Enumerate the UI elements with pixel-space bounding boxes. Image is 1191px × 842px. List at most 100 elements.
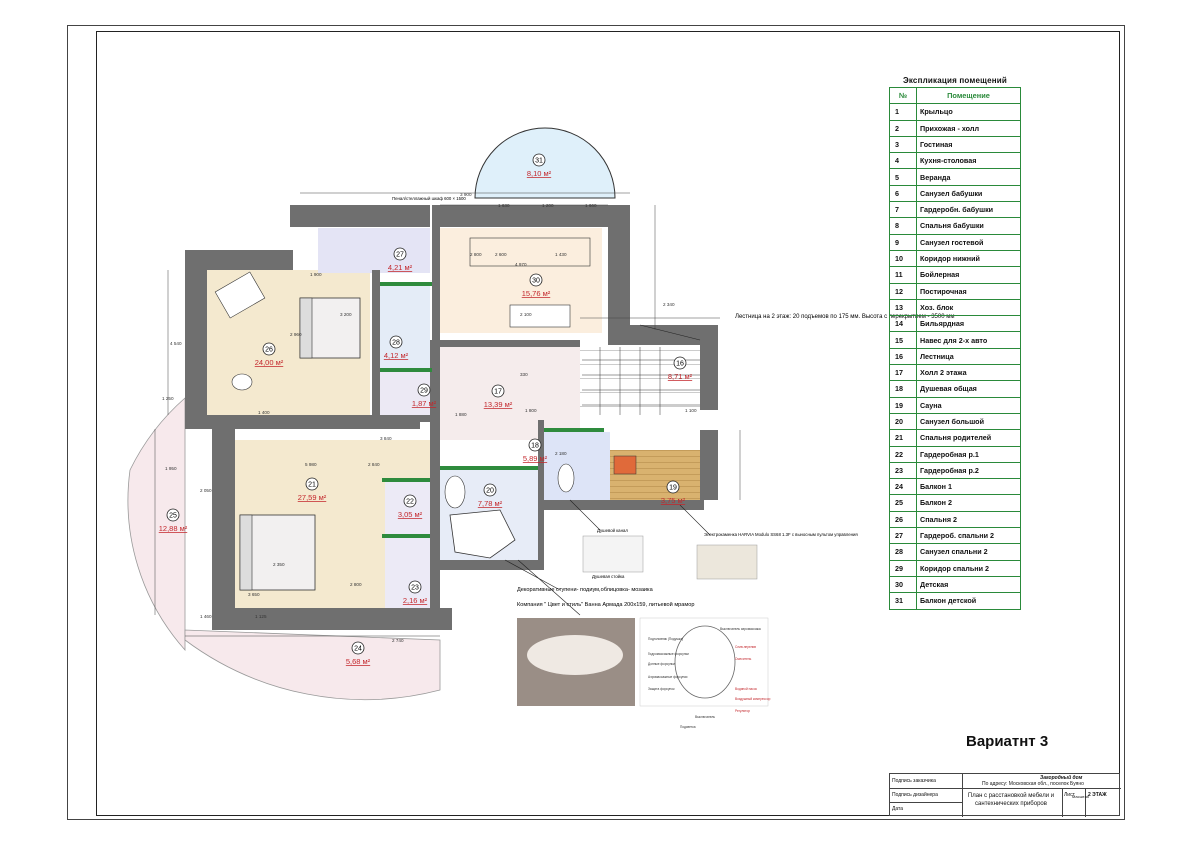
dimension-label: 2 800 <box>350 582 362 587</box>
stamp-floor: 2 ЭТАЖ <box>1088 792 1107 798</box>
bath-scheme-label: Подголовник (Подушка) <box>648 637 683 641</box>
dimension-label: 2 350 <box>273 562 285 567</box>
room-area-label: 3,75 м² <box>661 496 686 505</box>
room-number-label: 21 <box>308 482 316 489</box>
legend-room-number: 31 <box>889 592 917 610</box>
dimension-label: 3 840 <box>380 436 392 441</box>
legend-room-name: Крыльцо <box>916 103 1021 121</box>
room-number-circle <box>393 247 407 261</box>
shower-note: Душевой канал <box>597 528 628 533</box>
dimension-label: 1 460 <box>200 614 212 619</box>
dimension-label: 1 125 <box>255 614 267 619</box>
dimension-label: 3 200 <box>340 312 352 317</box>
bath-scheme-label: Подсветка <box>680 725 696 729</box>
legend-room-number: 5 <box>889 168 917 186</box>
legend-room-number: 2 <box>889 119 917 137</box>
room-area-label: 8,10 м² <box>527 169 552 178</box>
room-area-label: 12,88 м² <box>159 524 188 533</box>
room-number-circle <box>403 494 417 508</box>
room-23-fill <box>385 535 430 610</box>
legend-room-number: 3 <box>889 135 917 154</box>
dimension-label: 2 340 <box>663 302 675 307</box>
room-number-label: 25 <box>169 513 177 520</box>
legend-room-number: 1 <box>889 103 917 121</box>
legend-room-number: 27 <box>889 527 917 545</box>
room-27-fill <box>318 228 430 273</box>
drawing-frame <box>96 31 1120 816</box>
legend-room-number: 8 <box>889 217 917 235</box>
legend-room-name: Гардеробн. бабушки <box>916 201 1021 219</box>
room-number-label: 23 <box>411 585 419 592</box>
room-area-label: 5,68 м² <box>346 657 371 666</box>
dimension-label: 1 200 <box>542 203 554 208</box>
variant-label: Вариатнт 3 <box>966 733 1049 750</box>
legend-room-name: Санузел гостевой <box>916 233 1021 251</box>
room-number-circle <box>491 384 505 398</box>
dimension-label: 2 960 <box>290 332 302 337</box>
room-number-circle <box>389 335 403 349</box>
legend-room-number: 7 <box>889 201 917 219</box>
room-number-label: 27 <box>396 252 404 259</box>
dimension-label: 2 180 <box>555 451 567 456</box>
room-area-label: 13,39 м² <box>484 400 513 409</box>
room-number-circle <box>666 480 680 494</box>
dimension-label: 5 980 <box>305 462 317 467</box>
legend-room-number: 20 <box>889 412 917 431</box>
legend-room-name: Холл 2 этажа <box>916 364 1021 382</box>
legend-room-number: 19 <box>889 396 917 414</box>
legend-room-number: 21 <box>889 429 917 447</box>
stair-note: Лестница на 2 этаж: 20 подъемов по 175 м… <box>735 314 954 320</box>
stamp-sheet-label: Лист <box>1064 792 1075 798</box>
room-area-label: 24,00 м² <box>255 358 284 367</box>
legend-title: Экспликация помещений <box>902 76 1008 85</box>
legend-room-name: Хоз. блок <box>916 298 1021 317</box>
room-number-circle <box>408 580 422 594</box>
legend-header-room: Помещение <box>916 86 1021 105</box>
legend-room-number: 17 <box>889 364 917 382</box>
dimension-label: 2 840 <box>368 462 380 467</box>
legend-room-number: 4 <box>889 152 917 170</box>
room-number-label: 22 <box>406 499 414 506</box>
room-number-label: 20 <box>486 488 494 495</box>
dimension-label: 2 050 <box>200 488 212 493</box>
room-area-label: 27,59 м² <box>298 493 327 502</box>
legend-room-name: Балкон детской <box>916 592 1021 610</box>
shower-channel-image <box>582 535 644 573</box>
bath-scheme-label: Воздушный компрессор <box>735 697 771 701</box>
bath-scheme-label: Водяной насос <box>735 687 758 691</box>
sauna-heater-image <box>696 544 758 580</box>
legend-room-name: Бильярдная <box>916 315 1021 333</box>
room-number-label: 26 <box>265 347 273 354</box>
bath-scheme-label: Защита форсунок <box>648 687 675 691</box>
sauna-note: Электрокаменка HARVIA Modulo SS68 1.3F с… <box>704 532 858 537</box>
legend-room-number: 10 <box>889 249 917 268</box>
room-number-label: 29 <box>420 388 428 395</box>
bed-room-21 <box>239 514 316 591</box>
legend-room-name: Спальня бабушки <box>916 217 1021 235</box>
legend-room-number: 9 <box>889 233 917 251</box>
room-area-label: 4,12 м² <box>384 351 409 360</box>
room-area-label: 7,78 м² <box>478 499 503 508</box>
room-area-label: 8,71 м² <box>668 372 693 381</box>
legend-room-number: 18 <box>889 380 917 398</box>
dimension-label: 1 630 <box>498 203 510 208</box>
room-number-circle <box>417 383 431 397</box>
dimension-label: 3 900 <box>460 192 472 197</box>
